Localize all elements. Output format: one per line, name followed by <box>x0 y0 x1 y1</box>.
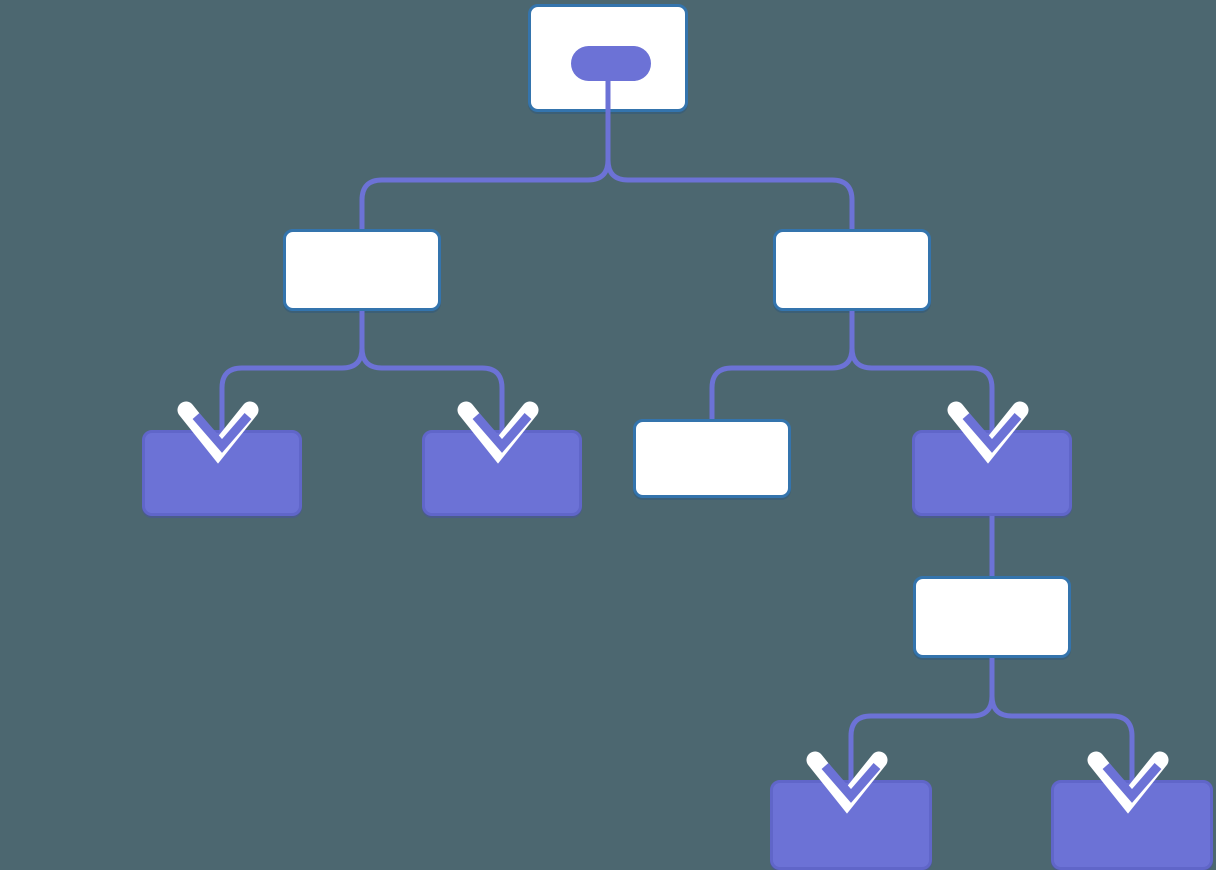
tree-node-n5[interactable] <box>633 419 791 498</box>
tree-node-n0[interactable] <box>528 4 688 112</box>
tree-node-label <box>915 433 1069 513</box>
tree-node-n1[interactable] <box>283 229 441 311</box>
tree-node-label <box>286 232 438 308</box>
tree-node-label <box>145 433 299 513</box>
tree-node-n3[interactable] <box>142 430 302 516</box>
tree-node-n7[interactable] <box>913 576 1071 658</box>
tree-node-label <box>916 579 1068 655</box>
tree-node-label <box>773 783 929 867</box>
tree-node-label <box>425 433 579 513</box>
tree-node-n4[interactable] <box>422 430 582 516</box>
tree-node-label <box>776 232 928 308</box>
tree-node-n2[interactable] <box>773 229 931 311</box>
tree-node-n8[interactable] <box>770 780 932 870</box>
tree-node-n9[interactable] <box>1051 780 1213 870</box>
redacted-label-pill <box>571 46 651 81</box>
tree-node-n6[interactable] <box>912 430 1072 516</box>
tree-node-label <box>1054 783 1210 867</box>
tree-node-label <box>636 422 788 495</box>
